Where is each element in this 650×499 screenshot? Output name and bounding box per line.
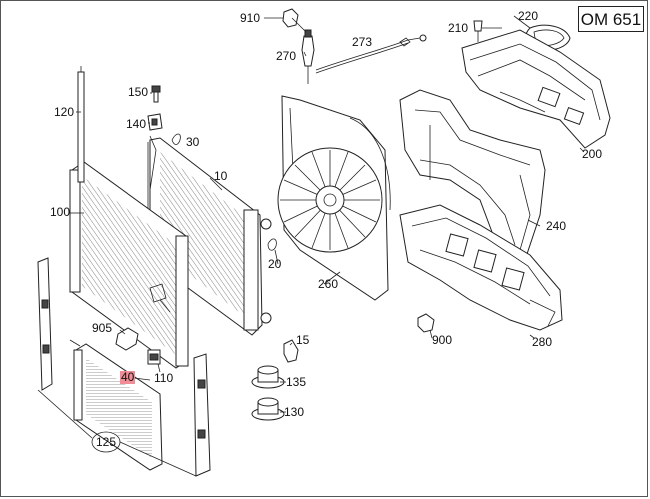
part-label-260[interactable]: 260: [318, 277, 339, 291]
part-label-905[interactable]: 905: [92, 321, 113, 335]
part-260-fan-shroud[interactable]: [277, 95, 391, 301]
part-label-150[interactable]: 150: [128, 85, 149, 99]
part-15-sensor[interactable]: [283, 339, 299, 363]
part-label-110[interactable]: 110: [154, 371, 174, 385]
part-label-210[interactable]: 210: [448, 21, 469, 35]
part-label-135[interactable]: 135: [286, 375, 307, 389]
part-label-125[interactable]: 125: [96, 435, 117, 449]
part-120-rod[interactable]: [77, 66, 85, 183]
part-135-cap[interactable]: [251, 365, 285, 389]
leader-lines: [70, 15, 585, 413]
part-label-120[interactable]: 120: [54, 105, 75, 119]
part-label-140[interactable]: 140: [126, 117, 147, 131]
part-210-clip[interactable]: [473, 20, 483, 42]
part-label-30[interactable]: 30: [186, 135, 200, 149]
part-10-radiator[interactable]: [147, 135, 272, 336]
part-label-100[interactable]: 100: [50, 205, 71, 219]
part-label-240[interactable]: 240: [546, 219, 567, 233]
part-side-bracket-right[interactable]: [193, 353, 211, 477]
part-label-15[interactable]: 15: [296, 333, 310, 347]
part-side-bracket-left[interactable]: [37, 257, 53, 391]
part-130-cap[interactable]: [251, 397, 285, 421]
part-280-shroud[interactable]: [399, 204, 563, 331]
part-270-sensor[interactable]: [291, 17, 315, 84]
part-label-900[interactable]: 900: [432, 333, 453, 347]
part-label-280[interactable]: 280: [532, 335, 553, 349]
part-100-condenser[interactable]: [69, 161, 189, 369]
part-40-aux-cooler[interactable]: [69, 339, 163, 471]
part-150-bolt[interactable]: [151, 85, 161, 103]
part-30-clip[interactable]: [171, 133, 181, 145]
engine-code-badge: OM 651: [578, 6, 644, 32]
group-125-marker: [37, 389, 197, 477]
part-20-clip[interactable]: [267, 238, 277, 251]
part-label-200[interactable]: 200: [582, 147, 603, 161]
part-label-270[interactable]: 270: [276, 49, 297, 63]
part-200-air-guide[interactable]: [461, 29, 611, 149]
part-label-20[interactable]: 20: [268, 257, 282, 271]
part-240-air-duct[interactable]: [399, 89, 546, 266]
part-273-cable[interactable]: [315, 34, 427, 74]
part-label-40[interactable]: 40: [120, 370, 136, 384]
part-label-273[interactable]: 273: [352, 35, 373, 49]
part-label-910[interactable]: 910: [240, 11, 261, 25]
part-905-plug[interactable]: [115, 327, 139, 351]
part-label-220[interactable]: 220: [518, 9, 539, 23]
part-140-bracket[interactable]: [147, 113, 163, 131]
part-label-130[interactable]: 130: [284, 405, 305, 419]
part-label-10[interactable]: 10: [214, 169, 228, 183]
part-110-cap[interactable]: [147, 349, 161, 365]
part-910-clip[interactable]: [264, 8, 299, 28]
part-900-clip[interactable]: [417, 313, 435, 333]
